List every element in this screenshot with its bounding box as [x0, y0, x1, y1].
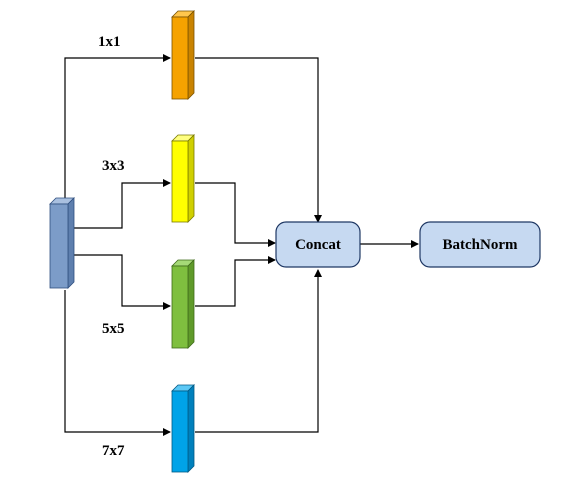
input-block-front — [49, 203, 69, 289]
edge-input-to-5x5 — [74, 254, 171, 310]
edge-input-to-1x1 — [64, 54, 171, 200]
branch-5x5-side — [187, 259, 195, 349]
concat-box — [275, 221, 361, 268]
branch-1x1-front — [171, 16, 189, 100]
input-block-side — [67, 197, 75, 289]
batchnorm-label: BatchNorm — [443, 237, 518, 253]
branch-1x1-label: 1x1 — [98, 34, 121, 50]
branch-3x3-label: 3x3 — [102, 158, 125, 174]
branch-5x5-block — [171, 259, 195, 349]
branch-5x5-label: 5x5 — [102, 321, 125, 337]
input-block — [49, 197, 75, 289]
branch-7x7-label: 7x7 — [102, 443, 125, 459]
branch-7x7-front — [171, 390, 189, 473]
branch-5x5-front — [171, 265, 189, 349]
concat-node: Concat — [275, 221, 361, 268]
edge-input-to-3x3 — [74, 179, 171, 229]
edge-input-to-7x7 — [64, 290, 171, 436]
batchnorm-node: BatchNorm — [419, 221, 541, 268]
edge-7x7-to-concat — [195, 269, 322, 433]
branch-3x3-side — [187, 134, 195, 223]
branch-3x3-front — [171, 140, 189, 223]
concat-label: Concat — [295, 237, 341, 253]
branch-7x7-side — [187, 384, 195, 473]
edge-5x5-to-concat — [195, 256, 276, 307]
branch-1x1-side — [187, 10, 195, 100]
edge-1x1-to-concat — [195, 57, 322, 223]
batchnorm-box — [419, 221, 541, 268]
branch-1x1-block — [171, 10, 195, 100]
branch-7x7-block — [171, 384, 195, 473]
edge-3x3-to-concat — [195, 182, 276, 247]
edges — [64, 54, 419, 436]
branch-3x3-block — [171, 134, 195, 223]
